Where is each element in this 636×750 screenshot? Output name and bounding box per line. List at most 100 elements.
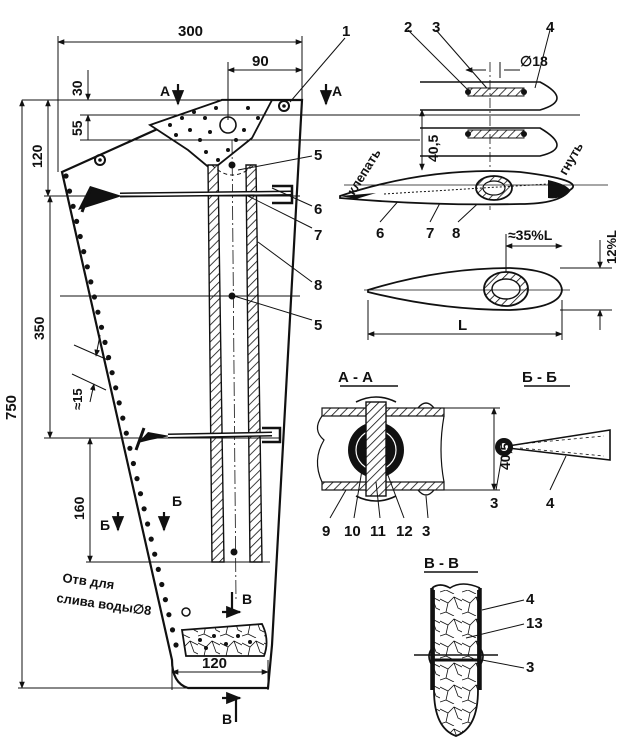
rivet-dot xyxy=(166,612,172,618)
callout-6-main: 6 xyxy=(314,201,322,218)
callout-numbers: 1 2 3 4 5 6 7 8 5 6 7 8 9 10 11 12 3 3 4… xyxy=(314,19,555,676)
callout-2: 2 xyxy=(404,19,412,36)
callout-3-vv: 3 xyxy=(526,659,534,676)
section-b-b xyxy=(495,385,611,491)
rivet-dot xyxy=(137,491,144,497)
note-drain-1: Отв для xyxy=(62,570,116,592)
callout-3-aa: 3 xyxy=(422,523,430,540)
dim-90: 90 xyxy=(252,53,269,70)
section-mark-labels: A A Б Б В В xyxy=(100,83,342,727)
rivet-dot xyxy=(81,249,87,255)
dim-35-percent: ≈35%L xyxy=(508,227,553,243)
rivet-dot xyxy=(77,233,83,240)
title-section-b-b: Б - Б xyxy=(522,369,557,386)
callout-6-profile: 6 xyxy=(376,225,384,242)
rivet-dot xyxy=(109,370,115,376)
mark-b-left: Б xyxy=(100,517,110,533)
rivet-dot xyxy=(134,476,140,482)
rivet-dot xyxy=(152,551,158,557)
note-bend: гнуть xyxy=(556,140,587,178)
rivet-dot xyxy=(141,506,147,512)
rivet-dot xyxy=(88,279,94,285)
dim-diam-18: ∅18 xyxy=(520,53,548,69)
callout-12: 12 xyxy=(396,523,413,540)
rivet-dot xyxy=(173,642,179,648)
rivet-dot xyxy=(116,400,122,406)
callout-11: 11 xyxy=(370,523,386,540)
mark-a-left: A xyxy=(160,83,170,99)
rivet-dot xyxy=(159,581,165,588)
rivet-dot xyxy=(113,385,119,391)
upper-rib xyxy=(78,184,294,213)
rivet-dot xyxy=(63,173,69,179)
rivet-dot xyxy=(102,339,108,345)
spar-tube xyxy=(207,139,263,601)
callout-4-bb: 4 xyxy=(546,495,555,512)
dim-30: 30 xyxy=(69,80,85,96)
mark-v-top: В xyxy=(242,591,252,607)
callout-5-b: 5 xyxy=(314,317,322,334)
note-drain-2: слива воды∅8 xyxy=(56,590,153,618)
section-v-v xyxy=(414,571,525,737)
rivet-dot xyxy=(74,218,80,224)
rivet-dot xyxy=(98,324,105,330)
dim-40-5-top: 40,5 xyxy=(425,135,441,162)
dim-15: ≈15 xyxy=(70,388,85,410)
dim-55: 55 xyxy=(69,120,85,136)
callout-8-main: 8 xyxy=(314,277,322,294)
rivet-dot xyxy=(155,566,161,573)
rivet-dot xyxy=(84,264,90,270)
root-plate-holes xyxy=(168,106,260,162)
rivet-dot xyxy=(148,536,154,542)
dim-350: 350 xyxy=(31,316,47,340)
callout-8-profile: 8 xyxy=(452,225,460,242)
leading-edge-rivets xyxy=(63,173,179,648)
callout-3-bb: 3 xyxy=(490,495,498,512)
rivet-dot xyxy=(145,521,151,527)
mark-v-bottom: В xyxy=(222,711,232,727)
dim-12-percent: 12%L xyxy=(604,230,619,264)
callout-7-main: 7 xyxy=(314,227,322,244)
rivet-dot xyxy=(169,627,176,633)
dim-120-bottom: 120 xyxy=(202,655,227,672)
callout-4-top: 4 xyxy=(546,19,555,36)
dim-L: L xyxy=(458,317,467,334)
rivet-dot xyxy=(106,354,112,361)
dim-750: 750 xyxy=(3,395,20,420)
dim-160: 160 xyxy=(71,496,87,520)
rivet-dot xyxy=(120,415,126,421)
rivet-dot xyxy=(123,430,129,436)
callout-5-a: 5 xyxy=(314,147,322,164)
rivet-dot xyxy=(162,597,168,603)
root-hole-top xyxy=(278,100,290,112)
callout-1: 1 xyxy=(342,23,350,40)
rivet-dot xyxy=(66,188,73,194)
dim-120-left: 120 xyxy=(29,144,45,168)
rivet-dot xyxy=(127,445,133,451)
rivet-dot xyxy=(95,309,101,315)
section-cut-markers xyxy=(111,84,333,722)
dim-40-5-section: 40,5 xyxy=(497,443,513,470)
root-hole-left xyxy=(94,154,106,166)
dim-300: 300 xyxy=(178,23,203,40)
title-section-a-a: А - А xyxy=(338,369,373,386)
root-plate xyxy=(147,99,274,172)
callout-9: 9 xyxy=(322,523,330,540)
rib-profile xyxy=(339,170,608,206)
tip-insert xyxy=(180,623,268,657)
section-a-a xyxy=(316,385,500,519)
airfoil-profile xyxy=(364,234,612,340)
rivet-dot xyxy=(70,203,76,209)
mark-b-right: Б xyxy=(172,493,182,509)
title-section-v-v: В - В xyxy=(424,555,459,572)
callout-7-profile: 7 xyxy=(426,225,434,242)
section-titles: А - А Б - Б В - В xyxy=(338,369,557,572)
callout-13: 13 xyxy=(526,615,543,632)
callout-10: 10 xyxy=(344,523,361,540)
dimension-lines xyxy=(18,36,580,690)
drain-hole xyxy=(181,607,191,617)
rivet-dot xyxy=(130,460,136,467)
callout-3-top: 3 xyxy=(432,19,440,36)
mark-a-right: A xyxy=(332,83,342,99)
